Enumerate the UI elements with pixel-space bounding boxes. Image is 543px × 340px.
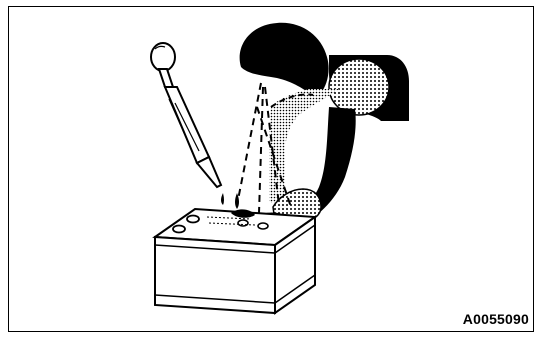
figure-id-label: A0055090 [459,311,533,327]
battery-acid-safety-illustration [9,7,535,333]
battery-icon [155,209,315,313]
figure-frame: A0055090 [8,6,534,332]
hydrometer-icon [151,43,239,209]
head-icon [240,23,329,93]
